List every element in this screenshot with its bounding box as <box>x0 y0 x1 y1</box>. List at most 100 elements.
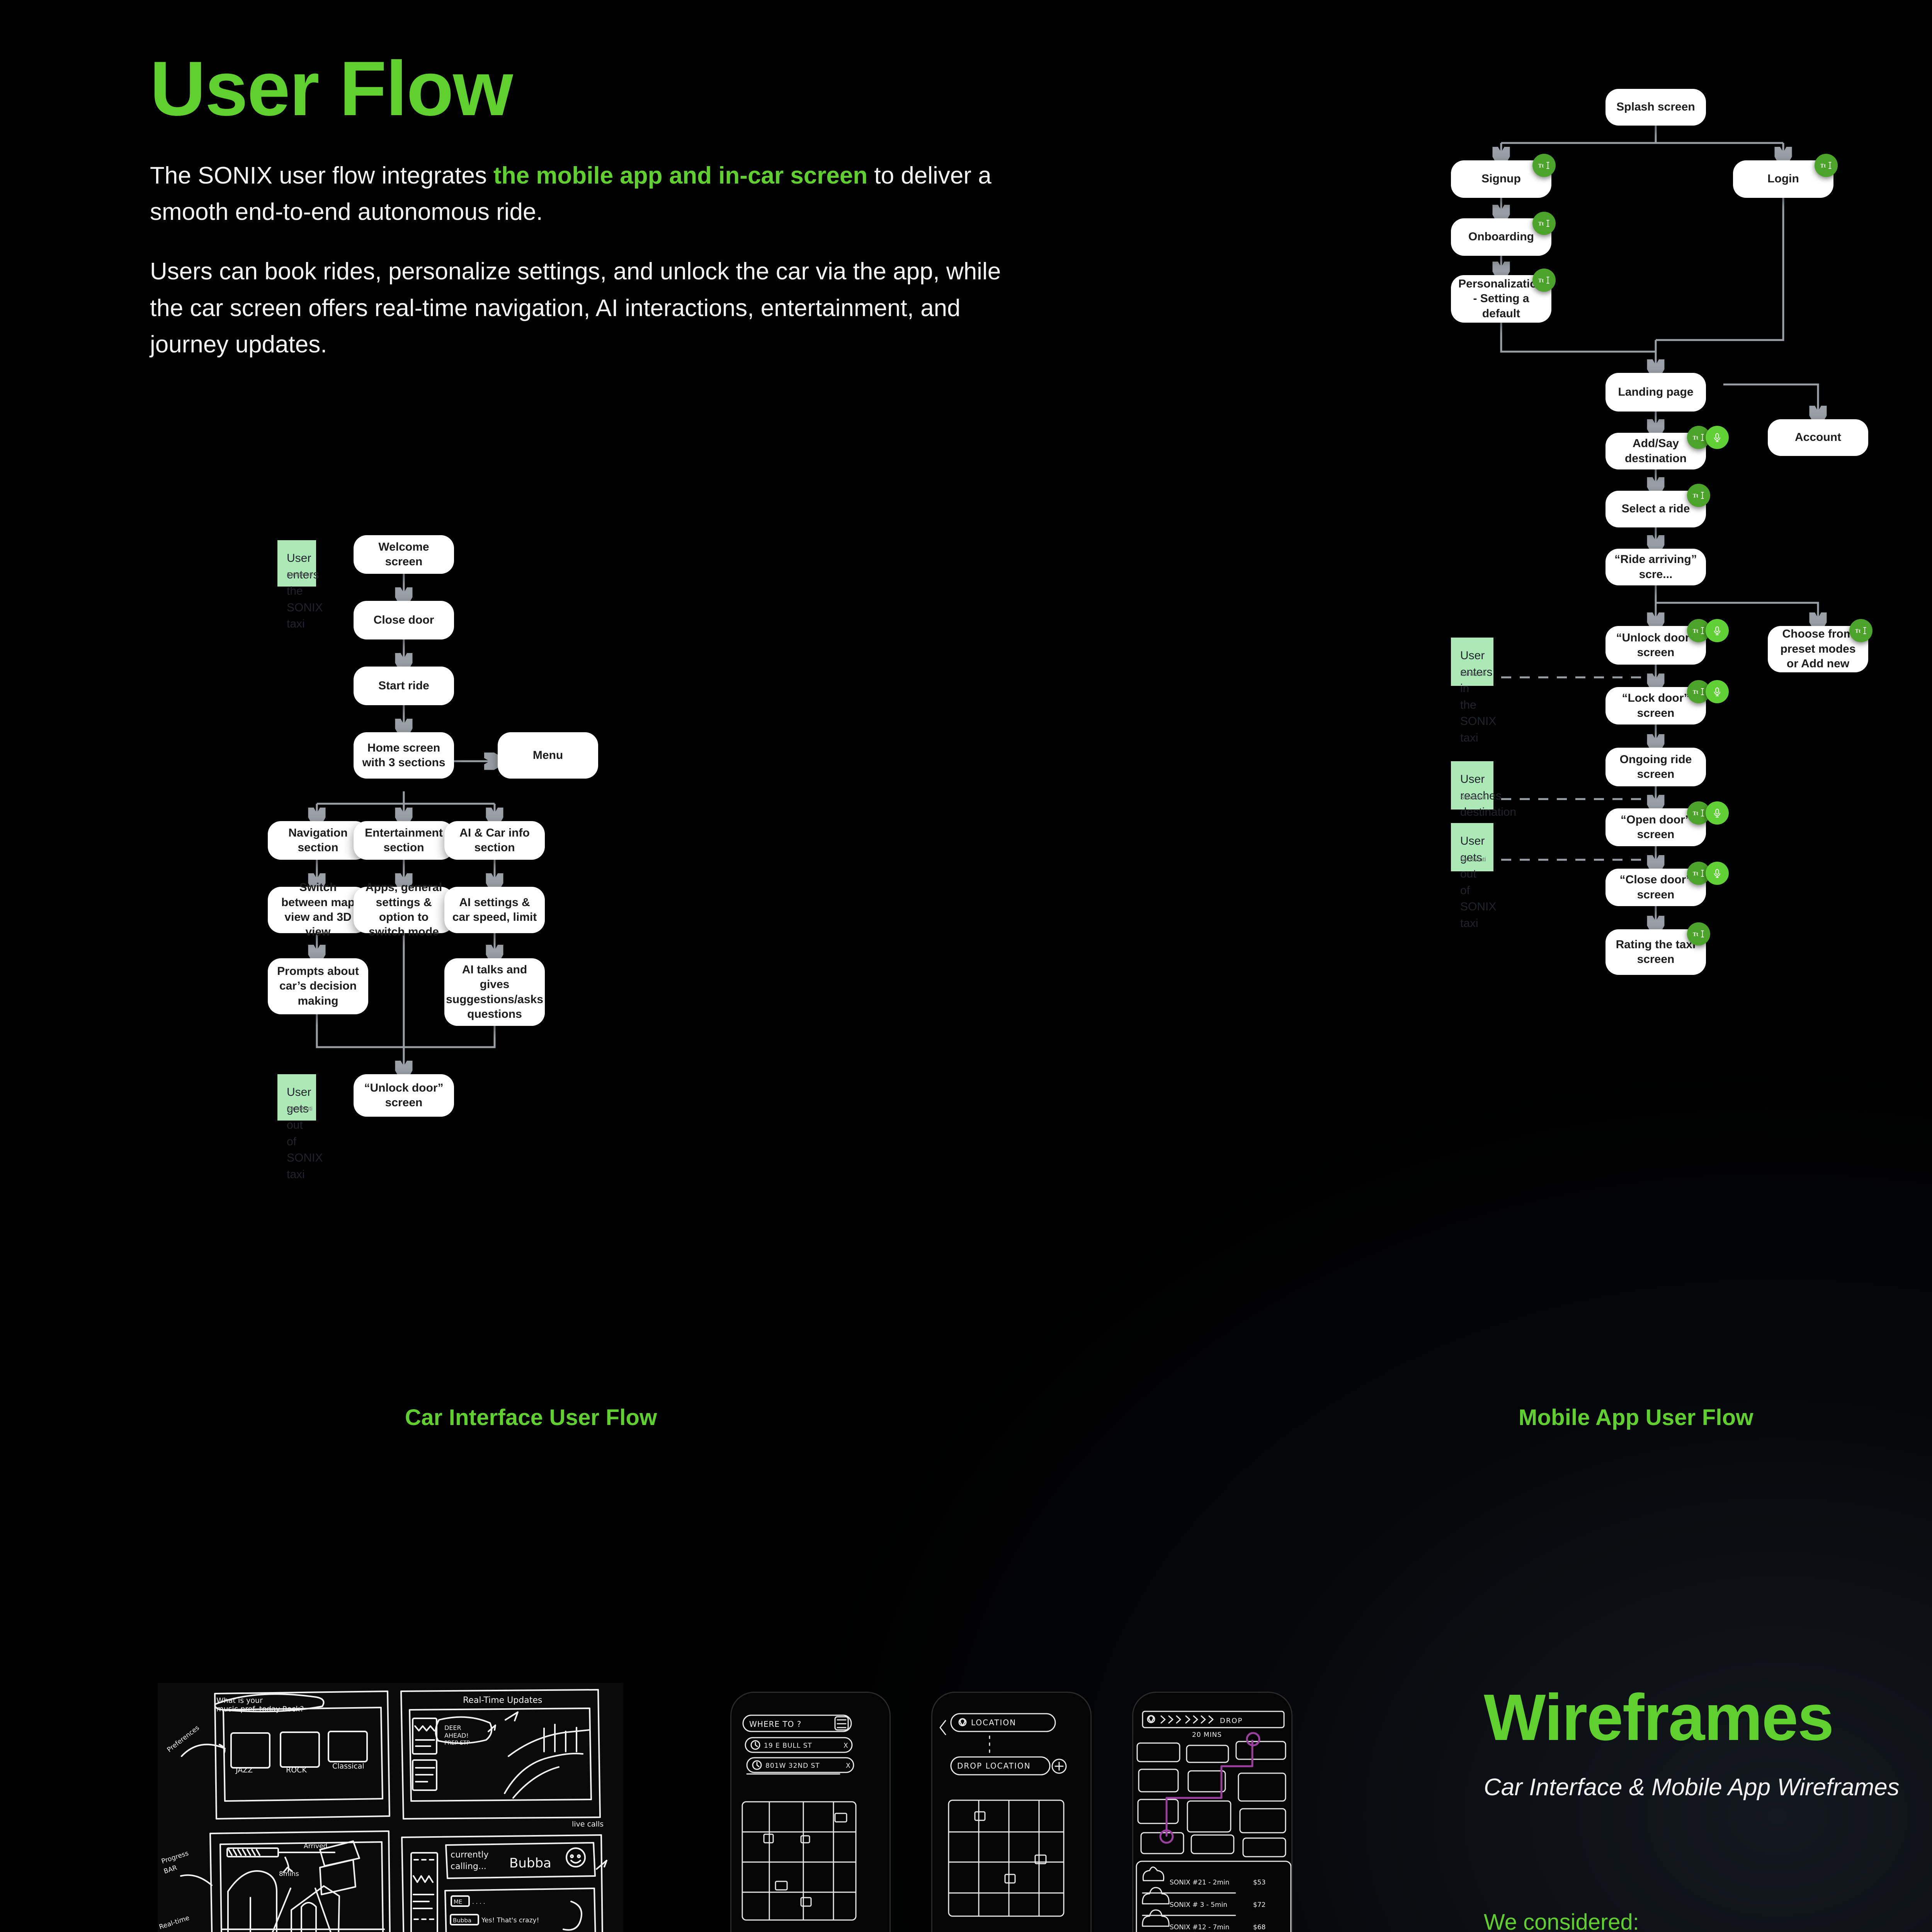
svg-text:ME: ME <box>454 1898 462 1905</box>
node-ai-talks-suggestions[interactable]: AI talks and gives suggestions/asks ques… <box>444 958 545 1026</box>
node-landing-page[interactable]: Landing page <box>1605 373 1706 412</box>
sticky-note-user-exits-car: User gets out of SONIX taxi Sanskruti <box>277 1074 323 1181</box>
sticky-note-text: User enters in the SONIX taxi <box>1460 649 1497 744</box>
node-label: Close door <box>373 613 434 626</box>
phone-wireframe-select-ride: DROP 20 MINS SONIX #21 - 2min $53 SONIX … <box>1132 1692 1293 1932</box>
svg-text:currently: currently <box>451 1850 489 1860</box>
node-menu[interactable]: Menu <box>498 732 598 779</box>
node-unlock-door-badges: Tt <box>1687 619 1729 642</box>
node-entertainment-section[interactable]: Entertainment section <box>354 821 454 860</box>
node-open-door-badges: Tt <box>1687 801 1729 825</box>
node-lock-door-badges: Tt <box>1687 680 1729 703</box>
svg-text:live calls: live calls <box>572 1820 604 1828</box>
node-switch-map-3d-view[interactable]: Switch between map view and 3D view <box>268 881 368 938</box>
node-label: Personalization - Setting a default <box>1458 277 1544 320</box>
node-label: Select a ride <box>1621 502 1690 515</box>
node-label: “Close door” screen <box>1619 873 1692 901</box>
sticky-note-text: User gets out of SONIX taxi <box>1460 835 1497 930</box>
type-select-icon: Tt <box>1532 269 1556 292</box>
svg-text:ROCK: ROCK <box>286 1766 307 1774</box>
car-interface-flow-diagram: User enters the SONIX taxi Sanskruti Wel… <box>268 533 927 1383</box>
svg-text:SONIX # 3 - 5min: SONIX # 3 - 5min <box>1170 1901 1227 1909</box>
node-label: Landing page <box>1618 385 1694 398</box>
node-label: Signup <box>1481 172 1521 185</box>
car-sketch-ink: What is your music pref. today Rock? Pre… <box>158 1689 607 1932</box>
car-flow-connectors <box>270 574 927 1383</box>
node-label: Menu <box>532 748 563 762</box>
type-select-icon: Tt <box>1687 922 1710 946</box>
intro-paragraph-1: The SONIX user flow integrates the mobil… <box>150 158 1039 230</box>
node-label: Onboarding <box>1468 230 1534 243</box>
node-rating-badges: Tt <box>1687 922 1710 946</box>
node-ongoing-ride-screen[interactable]: Ongoing ride screen <box>1605 748 1706 786</box>
node-label: Prompts about car’s decision making <box>277 964 359 1007</box>
svg-text:DROP LOCATION: DROP LOCATION <box>957 1761 1031 1770</box>
node-home-screen[interactable]: Home screen with 3 sections <box>354 732 454 779</box>
node-add-destination-badges: Tt <box>1687 426 1729 449</box>
svg-text:Arrived: Arrived <box>304 1842 327 1850</box>
wireframes-subtitle: Car Interface & Mobile App Wireframes <box>1484 1774 1900 1801</box>
node-account[interactable]: Account <box>1768 419 1868 456</box>
node-label: Navigation section <box>288 826 348 854</box>
sticky-note-user-reaches-destination: User reaches destination Sanskruti <box>1451 761 1516 818</box>
car-flow-caption: Car Interface User Flow <box>405 1405 657 1430</box>
svg-text:Preferences: Preferences <box>166 1724 201 1754</box>
node-label: “Open door” screen <box>1621 813 1691 841</box>
svg-text:Bubba: Bubba <box>509 1855 551 1871</box>
node-label: Rating the taxi screen <box>1616 938 1696 966</box>
node-label: AI talks and gives suggestions/asks ques… <box>446 963 543 1020</box>
node-label: Apps, general settings & option to switc… <box>365 881 442 939</box>
node-ai-settings-car-speed[interactable]: AI settings & car speed, limit <box>444 887 545 933</box>
svg-text:Real-Time Updates: Real-Time Updates <box>463 1696 542 1705</box>
svg-text:$72: $72 <box>1253 1901 1265 1909</box>
svg-text:Tt: Tt <box>1538 221 1544 227</box>
svg-text:JAZZ: JAZZ <box>235 1766 253 1774</box>
sticky-note-signature: Sanskruti <box>1460 856 1486 863</box>
node-label: “Lock door” screen <box>1622 692 1690 719</box>
svg-text:Tt: Tt <box>1538 163 1544 169</box>
node-start-ride[interactable]: Start ride <box>354 667 454 705</box>
node-open-door-screen[interactable]: “Open door” screen <box>1605 808 1706 846</box>
svg-text:BAR: BAR <box>163 1864 178 1876</box>
intro-paragraph-2: Users can book rides, personalize settin… <box>150 258 1001 358</box>
type-select-icon: Tt <box>1687 484 1710 507</box>
node-ai-car-info-section[interactable]: AI & Car info section <box>444 821 545 860</box>
microphone-icon <box>1706 680 1729 703</box>
microphone-icon <box>1706 426 1729 449</box>
node-unlock-door-screen[interactable]: “Unlock door” screen <box>354 1074 454 1117</box>
drop-location-sketch: LOCATION DROP LOCATION BOOK <box>939 1713 1067 1917</box>
svg-text:calling...: calling... <box>451 1862 486 1871</box>
node-close-door[interactable]: Close door <box>354 601 454 639</box>
page-title: User Flow <box>150 46 513 132</box>
node-splash-screen[interactable]: Splash screen <box>1605 89 1706 126</box>
node-label: Welcome screen <box>378 540 429 568</box>
node-label: “Unlock door” screen <box>364 1081 444 1109</box>
we-considered-heading: We considered: <box>1484 1910 1639 1932</box>
node-label: Login <box>1767 172 1799 185</box>
mobile-app-flow-diagram: Splash screen Signup Tt Login Tt Onboard… <box>1430 89 1932 1364</box>
sticky-note-signature: Sanskruti <box>287 571 313 578</box>
node-apps-general-settings[interactable]: Apps, general settings & option to switc… <box>354 881 454 938</box>
svg-text:Tt: Tt <box>1538 277 1544 284</box>
node-close-door-badges: Tt <box>1687 862 1729 885</box>
node-navigation-section[interactable]: Navigation section <box>268 821 368 860</box>
svg-text:Tt: Tt <box>1820 163 1826 169</box>
svg-text:19 E BULL ST: 19 E BULL ST <box>764 1742 812 1750</box>
wireframes-title: Wireframes <box>1484 1681 1834 1754</box>
node-unlock-door-screen[interactable]: “Unlock door” screen <box>1605 626 1706 665</box>
node-prompts-decision-making[interactable]: Prompts about car’s decision making <box>268 958 368 1014</box>
node-welcome-screen[interactable]: Welcome screen <box>354 535 454 574</box>
node-label: Switch between map view and 3D view <box>281 881 355 939</box>
type-select-icon: Tt <box>1687 426 1710 449</box>
svg-text:$53: $53 <box>1253 1879 1265 1886</box>
node-select-ride-badges: Tt <box>1687 484 1710 507</box>
sticky-note-user-enters-taxi: User enters in the SONIX taxi Sanskruti <box>1451 638 1496 744</box>
svg-text:20 MINS: 20 MINS <box>1192 1731 1222 1739</box>
where-to-sketch: WHERE TO ? 19 E BULL ST X 801W 32ND ST X… <box>742 1714 857 1921</box>
svg-text:Tt: Tt <box>1693 628 1699 634</box>
svg-text:AHEAD!: AHEAD! <box>444 1732 469 1739</box>
node-ride-arriving-screen[interactable]: “Ride arriving” scre... <box>1605 549 1706 585</box>
wireframes-text-column: Wireframes Car Interface & Mobile App Wi… <box>1484 1685 1932 1932</box>
sticky-note-user-exits-taxi: User gets out of SONIX taxi Sanskruti <box>1451 823 1496 930</box>
